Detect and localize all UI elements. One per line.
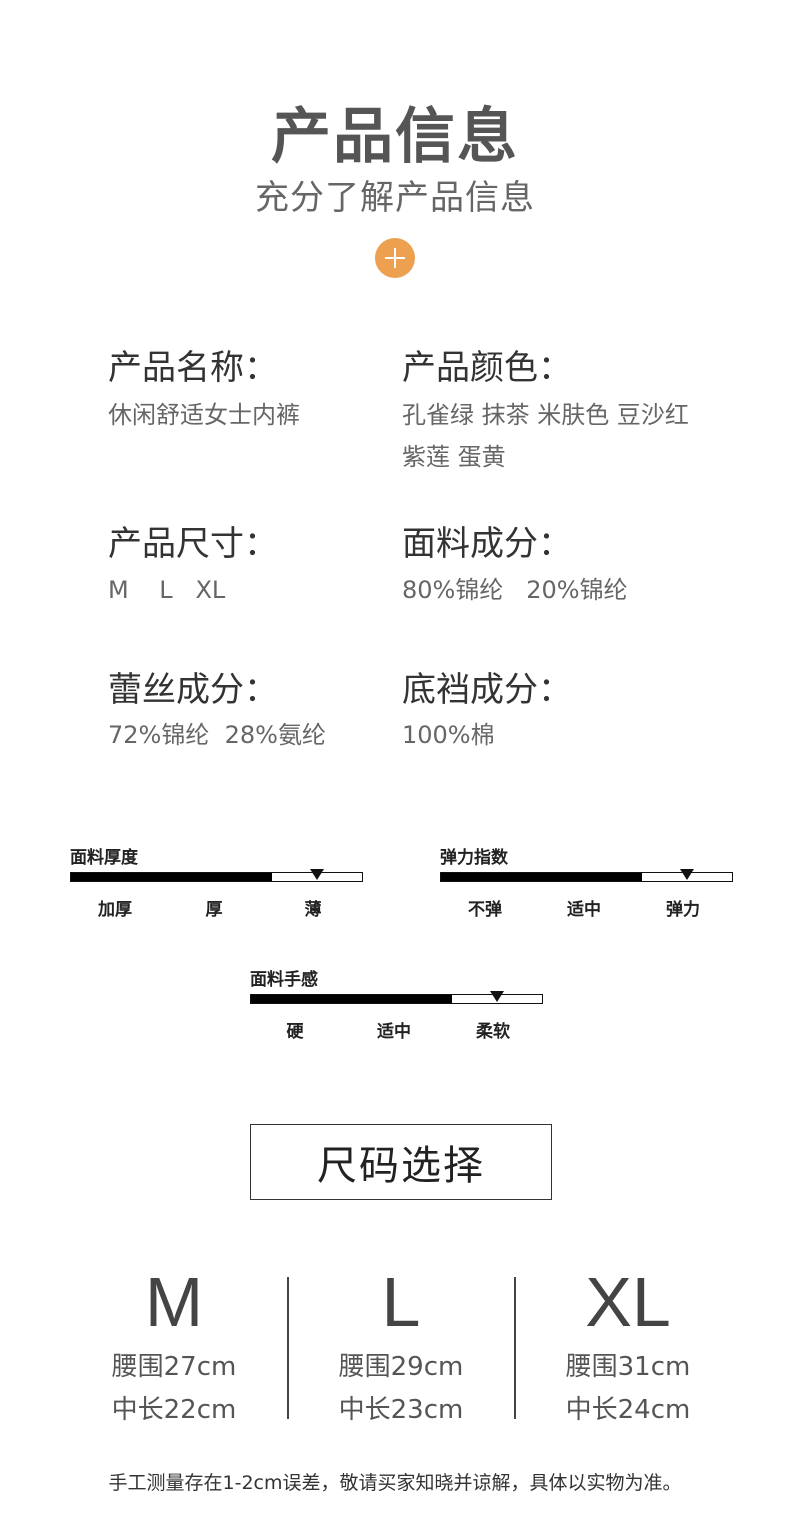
thickness-label-thick-plus: 加厚 xyxy=(98,900,132,920)
hand-feel-label-hard: 硬 xyxy=(286,1022,304,1042)
page-subtitle: 充分了解产品信息 xyxy=(255,178,535,218)
size-selection-box: 尺码选择 xyxy=(250,1124,552,1200)
hand-feel-scale-bar xyxy=(250,991,543,1004)
elasticity-scale-fill xyxy=(441,873,642,881)
lace-composition-value: 72%锦纶 28%氨纶 xyxy=(108,721,326,749)
thickness-scale-fill xyxy=(71,873,272,881)
size-selection-title: 尺码选择 xyxy=(317,1143,485,1189)
size-waist: 腰围31cm xyxy=(565,1352,691,1382)
hand-feel-scale-marker xyxy=(489,991,504,1002)
size-divider xyxy=(514,1277,516,1419)
hand-feel-scale-title: 面料手感 xyxy=(250,970,318,990)
product-color-value: 孔雀绿 抹茶 米肤色 豆沙红 xyxy=(402,401,689,429)
thickness-scale-marker xyxy=(309,869,324,880)
elasticity-scale-bar xyxy=(440,869,733,882)
product-size-label: 产品尺寸： xyxy=(108,524,278,564)
size-waist: 腰围29cm xyxy=(338,1352,464,1382)
crotch-composition-value: 100%棉 xyxy=(402,721,495,749)
product-color-label: 产品颜色： xyxy=(402,348,572,388)
size-length: 中长24cm xyxy=(565,1395,691,1425)
thickness-label-thick: 厚 xyxy=(205,900,223,920)
elasticity-label-medium: 适中 xyxy=(567,900,601,920)
elasticity-label-stretch: 弹力 xyxy=(666,900,700,920)
thickness-label-thin: 薄 xyxy=(304,900,322,920)
size-letter: XL xyxy=(585,1263,671,1341)
product-color-value-2: 紫莲 蛋黄 xyxy=(402,443,506,471)
fabric-composition-label: 面料成分： xyxy=(402,524,572,564)
lace-composition-label: 蕾丝成分： xyxy=(108,670,278,710)
elasticity-label-none: 不弹 xyxy=(468,900,502,920)
product-name-label: 产品名称： xyxy=(108,348,278,388)
size-column-l: L 腰围29cm 中长23cm xyxy=(288,1262,514,1432)
size-length: 中长23cm xyxy=(338,1395,464,1425)
elasticity-scale-marker xyxy=(679,869,694,880)
hand-feel-label-medium: 适中 xyxy=(377,1022,411,1042)
hand-feel-label-soft: 柔软 xyxy=(476,1022,510,1042)
size-divider xyxy=(287,1277,289,1419)
size-column-xl: XL 腰围31cm 中长24cm xyxy=(515,1262,741,1432)
thickness-scale-bar xyxy=(70,869,363,882)
product-name-value: 休闲舒适女士内裤 xyxy=(108,401,300,429)
measurement-note: 手工测量存在1-2cm误差，敬请买家知晓并谅解，具体以实物为准。 xyxy=(108,1472,682,1494)
thickness-scale-title: 面料厚度 xyxy=(70,848,138,868)
page-title: 产品信息 xyxy=(271,102,519,172)
fabric-composition-value: 80%锦纶 20%锦纶 xyxy=(402,576,628,604)
plus-icon xyxy=(375,238,415,278)
size-column-m: M 腰围27cm 中长22cm xyxy=(61,1262,287,1432)
elasticity-scale-title: 弹力指数 xyxy=(440,848,508,868)
hand-feel-scale-fill xyxy=(251,995,452,1003)
size-waist: 腰围27cm xyxy=(111,1352,237,1382)
size-letter: L xyxy=(381,1263,421,1341)
crotch-composition-label: 底裆成分： xyxy=(402,670,572,710)
size-length: 中长22cm xyxy=(111,1395,237,1425)
size-letter: M xyxy=(144,1263,204,1341)
product-size-value: M L XL xyxy=(108,576,226,604)
